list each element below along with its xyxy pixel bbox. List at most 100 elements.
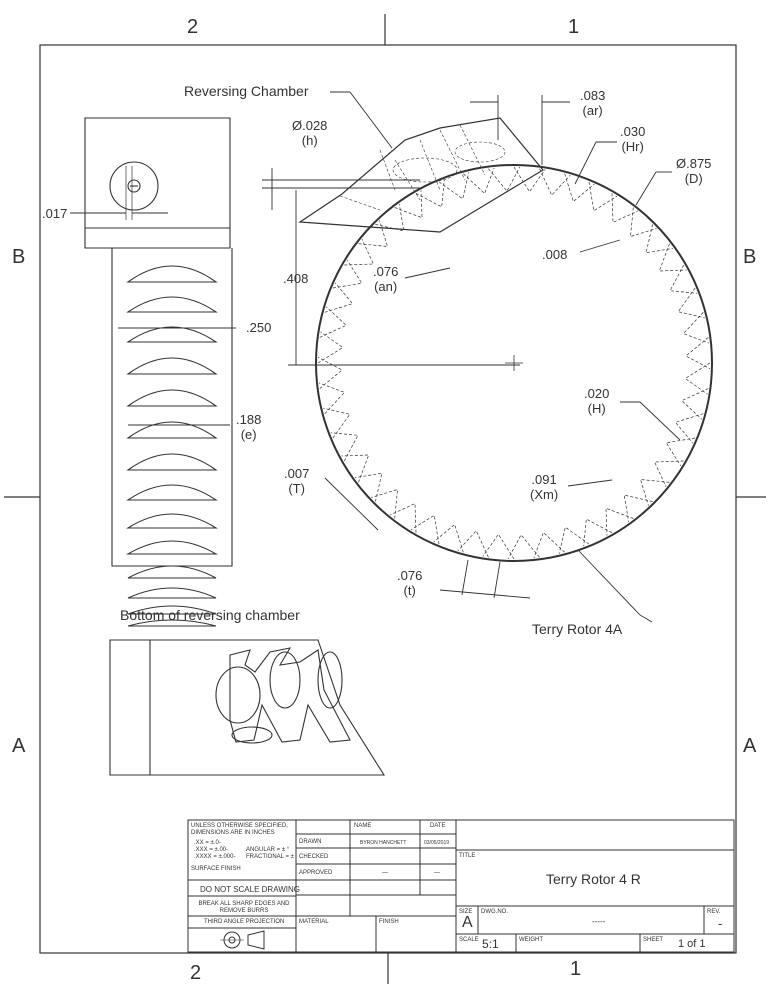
rotor-tooth	[463, 167, 495, 195]
dim-188: .188(e)	[236, 412, 262, 442]
nozzle-circle	[109, 161, 159, 211]
dim-083: .083(ar)	[580, 88, 606, 118]
dim-007: .007(T)	[284, 466, 310, 496]
rotor-tooth	[684, 362, 711, 395]
rotor-tooth	[433, 523, 464, 553]
rotor-tooth	[658, 243, 687, 272]
side-view	[84, 117, 233, 627]
leader-076an	[404, 267, 451, 279]
rotor-tooth	[558, 526, 590, 554]
rotor-tooth	[645, 224, 673, 254]
rotor-tooth	[341, 454, 370, 483]
tb-sheet: 1 of 1	[678, 938, 706, 950]
rotor-tooth	[507, 534, 540, 560]
rotor-tooth	[674, 413, 704, 444]
bucket-pocket	[127, 587, 217, 599]
rotor-tooth	[415, 179, 445, 208]
tb-rev-hdr: REV.	[707, 909, 721, 915]
dim-017: .017	[42, 206, 68, 221]
rotor-view	[262, 91, 713, 623]
tb-rev: -	[718, 916, 723, 931]
pocket-stack	[125, 265, 219, 627]
nozzle-hole	[127, 179, 141, 193]
title-block-frame	[187, 819, 735, 953]
dim-line-076t	[461, 559, 469, 596]
rotor-tooth	[324, 282, 354, 313]
rotor-tooth	[319, 306, 347, 338]
rotor-tooth	[623, 494, 653, 522]
rotor-tooth	[318, 382, 346, 414]
tb-material: MATERIAL	[299, 919, 329, 925]
tb-name-hdr: NAME	[354, 823, 372, 829]
leader-terry	[577, 549, 641, 616]
drawing-border	[39, 44, 737, 954]
dim-250: .250	[246, 320, 272, 335]
rotor-tooth	[539, 168, 571, 196]
bucket-pocket	[126, 389, 218, 407]
rotor-tooth	[611, 193, 638, 223]
tb-finish: FINISH	[379, 919, 399, 925]
zone-label-right-b: B	[743, 246, 757, 268]
tb-size-hdr: SIZE	[459, 909, 473, 915]
rotor-tooth	[669, 264, 698, 294]
bucket-pocket	[126, 296, 218, 313]
rotor-tooth	[533, 531, 565, 559]
tb-dwgno-hdr: DWG.NO.	[481, 909, 508, 915]
tb-scale: 5:1	[482, 937, 499, 951]
tb-date-hdr: DATE	[430, 823, 446, 829]
rotor-tooth	[677, 287, 705, 319]
rotor-tooth	[513, 166, 546, 193]
chamber-outline	[298, 117, 544, 233]
rotor-tooth	[410, 514, 440, 545]
zone-label-bottom-1: 1	[570, 958, 582, 980]
bucket-pocket	[126, 484, 218, 501]
zone-label-left-a: A	[12, 735, 26, 757]
zone-label-bottom-2: 2	[190, 962, 202, 984]
bucket-pocket	[127, 565, 217, 579]
tb-drawn-name: BYRON HANCHETT	[360, 840, 407, 846]
rotor-tooth	[630, 207, 657, 237]
zone-label-top-1: 1	[568, 16, 580, 38]
rotor-tooth	[681, 388, 709, 420]
tb-projection: THIRD ANGLE PROJECTION	[204, 919, 285, 925]
leader-007	[324, 477, 379, 531]
label-bottom-of-chamber: Bottom of reversing chamber	[120, 607, 300, 623]
bucket-pocket	[126, 453, 218, 471]
label-terry-rotor: Terry Rotor 4A	[532, 621, 623, 637]
tb-weight-hdr: WEIGHT	[519, 937, 543, 943]
bottom-view	[109, 639, 385, 776]
tb-tolerances: .XX = ±.0-.XXX = ±.00-.XXXX = ±.000-	[194, 840, 236, 860]
bucket-pocket	[126, 357, 218, 375]
dim-408: .408	[283, 271, 309, 286]
dim-091: .091(Xm)	[530, 472, 559, 502]
leader-008	[579, 239, 621, 253]
rotor-tooth	[317, 331, 344, 364]
tb-title-hdr: TITLE	[459, 853, 476, 859]
rotor-tooth	[488, 166, 521, 192]
tb-scale-hdr: SCALE	[459, 937, 479, 943]
tb-approved-name: —	[382, 870, 388, 876]
tb-sheet-hdr: SHEET	[643, 937, 664, 943]
tb-title: Terry Rotor 4 R	[546, 871, 641, 887]
rotor-tooth	[438, 172, 470, 200]
dim-076-t: .076(t)	[397, 568, 423, 598]
bucket-pocket	[126, 513, 218, 529]
tb-approved: APPROVED	[299, 870, 333, 876]
tb-angular: ANGULAR = ± °FRACTIONAL = ±	[246, 847, 294, 860]
tb-size: A	[462, 914, 473, 931]
rotor-tooth	[654, 460, 684, 487]
tb-checked: CHECKED	[299, 854, 329, 860]
rotor-tooth	[390, 503, 417, 533]
tb-surface-finish: SURFACE FINISH	[191, 866, 241, 872]
rotor-tooth	[665, 437, 696, 467]
tb-drawn-date: 03/05/2019	[424, 840, 450, 846]
rotor-tooth	[588, 181, 618, 212]
bucket-pocket	[126, 326, 218, 343]
rotor-tooth	[564, 173, 595, 203]
rotor-tooth	[330, 432, 359, 462]
rotor-tooth	[482, 533, 515, 560]
bucket-pocket	[126, 421, 218, 439]
rotor-tooth	[358, 220, 388, 247]
rotor-tooth	[685, 337, 711, 370]
